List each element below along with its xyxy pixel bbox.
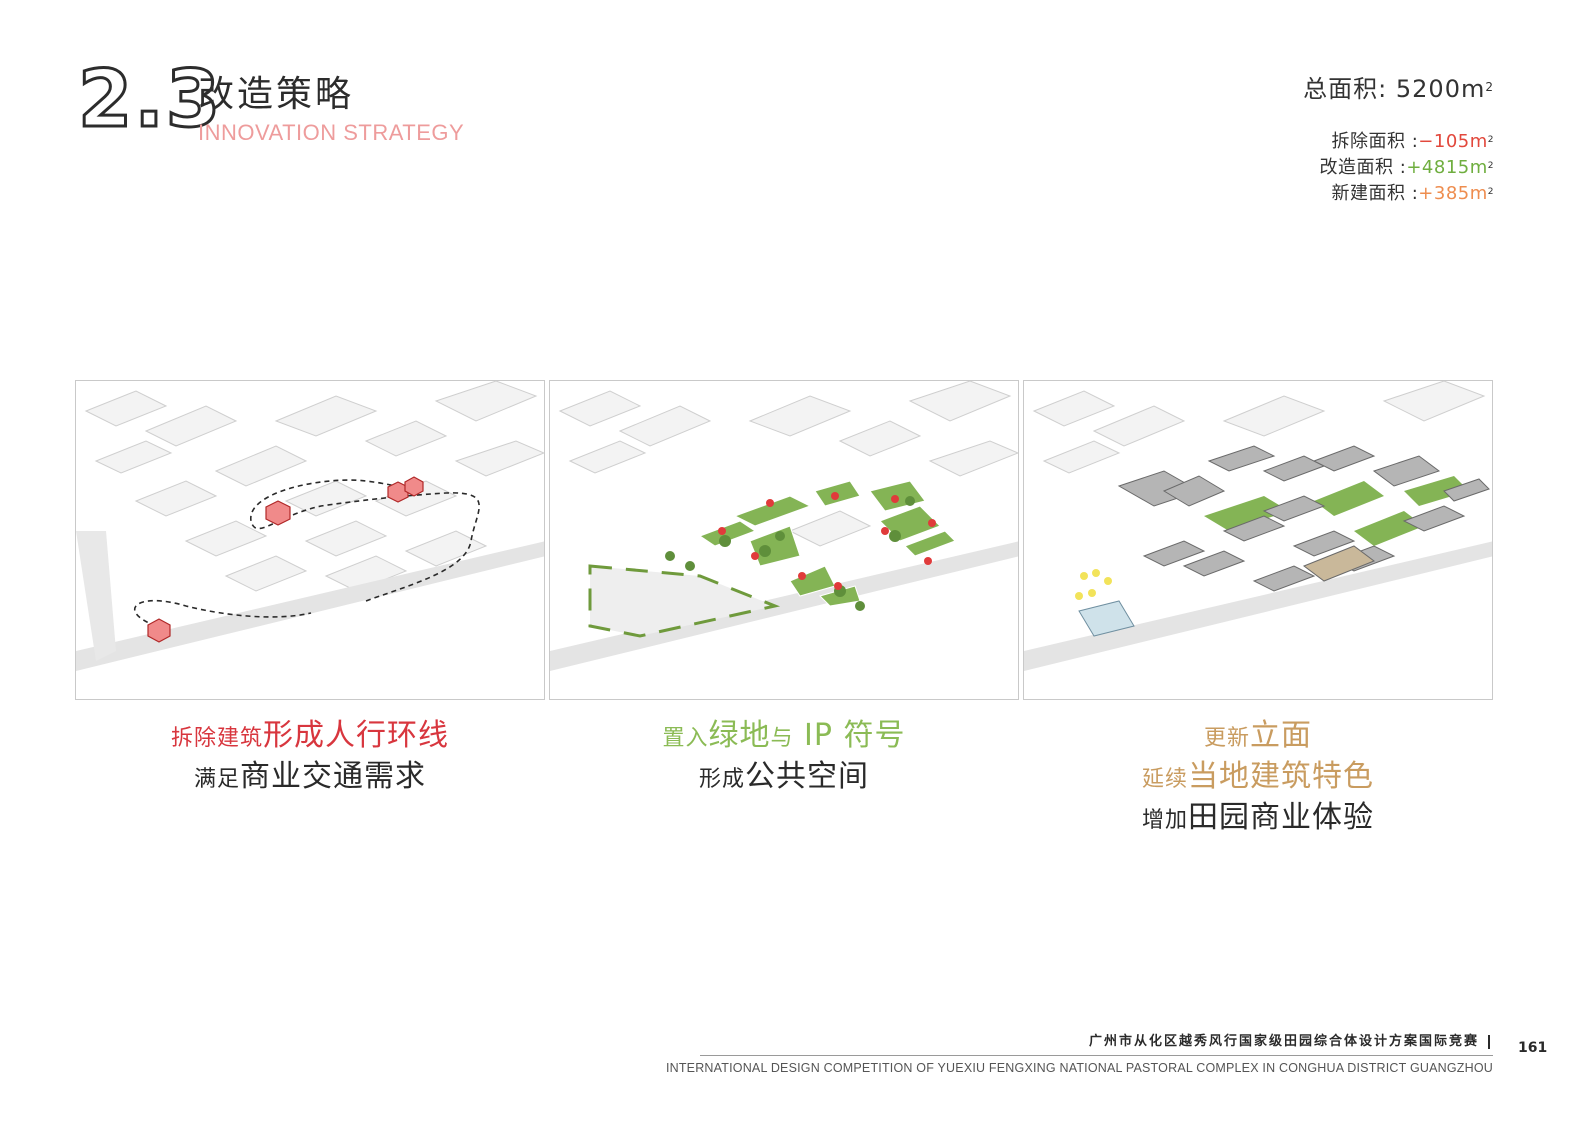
stat-value: +385m [1418,183,1488,204]
area-breakdown: 拆除面积 :−105m2 改造面积 :+4815m2 新建面积 :+385m2 [1320,129,1494,207]
diagram-panel-facade [1023,380,1493,700]
caption-text: 立面 [1250,718,1312,753]
unit-sup: 2 [1485,80,1494,94]
diagram-panel-demolition [75,380,545,700]
caption-demolition: 拆除建筑形成人行环线 满足商业交通需求 [75,717,545,799]
ip-marker [924,557,932,565]
greenhouse [1078,600,1135,637]
caption-text: 公共空间 [745,759,869,794]
caption-facade: 更新立面 延续当地建筑特色 增加田园商业体验 [1023,717,1493,840]
caption-line: 拆除建筑形成人行环线 [75,717,545,758]
caption-line: 置入绿地与 IP 符号 [549,717,1019,758]
footer-title-cn: 广州市从化区越秀风行国家级田园综合体设计方案国际竞赛 [1088,1034,1479,1049]
footer-divider [1488,1035,1490,1049]
section-number: 2.3 [76,55,223,145]
stat-demolish: 拆除面积 :−105m2 [1320,129,1494,155]
road [550,541,1018,671]
caption-text: 形成 [698,767,745,792]
ip-marker [718,527,726,535]
road-side [76,531,116,661]
site-axonometric-3 [1024,381,1492,671]
caption-line: 形成公共空间 [549,758,1019,799]
demolition-marker [404,476,424,497]
caption-text: 增加 [1141,808,1188,833]
stat-label: 改造面积 : [1319,157,1407,178]
caption-line: 增加田园商业体验 [1023,799,1493,840]
footer-rule [700,1055,1493,1056]
caption-text: 田园商业体验 [1188,800,1374,835]
caption-greenery: 置入绿地与 IP 符号 形成公共空间 [549,717,1019,799]
trees [665,496,915,611]
caption-text: 更新 [1203,726,1250,751]
stat-newbuild: 新建面积 :+385m2 [1320,181,1494,207]
ip-markers [718,492,936,590]
site-axonometric-1 [76,381,544,671]
stat-value: −105m [1418,131,1488,152]
road [1024,541,1492,671]
building-context [84,381,544,592]
demolition-markers [147,476,424,643]
caption-text: 当地建筑特色 [1188,759,1374,794]
demolition-marker [265,500,291,526]
footer-title-en: INTERNATIONAL DESIGN COMPETITION OF YUEX… [665,1061,1493,1075]
page-number: 161 [1518,1040,1548,1056]
caption-text: 形成人行环线 [263,718,449,753]
caption-line: 更新立面 [1023,717,1493,758]
caption-text: 延续 [1141,767,1188,792]
page-title: 改造策略 [198,74,355,115]
total-area-value: 5200m [1395,75,1486,103]
caption-text: 绿地 [708,718,771,753]
demolition-marker [147,618,171,643]
ip-marker [928,519,936,527]
site-axonometric-2 [550,381,1018,671]
caption-line: 延续当地建筑特色 [1023,758,1493,799]
unit-sup: 2 [1487,161,1494,171]
ip-marker [881,527,889,535]
pedestrian-loop [134,479,480,627]
diagram-panel-greenery [549,380,1019,700]
caption-text: 置入 [662,726,709,751]
caption-text: 满足 [193,767,240,792]
total-area-label: 总面积: [1303,75,1388,103]
renovated-buildings [1117,445,1490,592]
stat-label: 新建面积 : [1331,183,1419,204]
ip-marker [834,582,842,590]
ip-marker [831,492,839,500]
total-area: 总面积: 5200m2 [1303,74,1494,104]
page-subtitle: INNOVATION STRATEGY [198,120,465,145]
ip-marker [891,495,899,503]
caption-text: 拆除建筑 [170,726,263,751]
ip-marker [798,572,806,580]
road [76,541,544,671]
market-umbrellas [1075,569,1112,600]
caption-text: 商业交通需求 [240,759,426,794]
caption-line: 满足商业交通需求 [75,758,545,799]
unit-sup: 2 [1487,135,1494,145]
plaza-outline [588,564,781,638]
unit-sup: 2 [1487,187,1494,197]
stat-renovate: 改造面积 :+4815m2 [1320,155,1494,181]
building-context [1032,381,1486,474]
building-context [558,381,1018,547]
demolition-marker [387,481,409,503]
ip-marker [751,552,759,560]
caption-text: 与 [770,726,794,751]
caption-text: IP 符号 [793,718,906,753]
stat-label: 拆除面积 : [1331,131,1419,152]
ip-marker [766,499,774,507]
green-courtyards [1204,476,1469,546]
stat-value: +4815m [1406,157,1488,178]
